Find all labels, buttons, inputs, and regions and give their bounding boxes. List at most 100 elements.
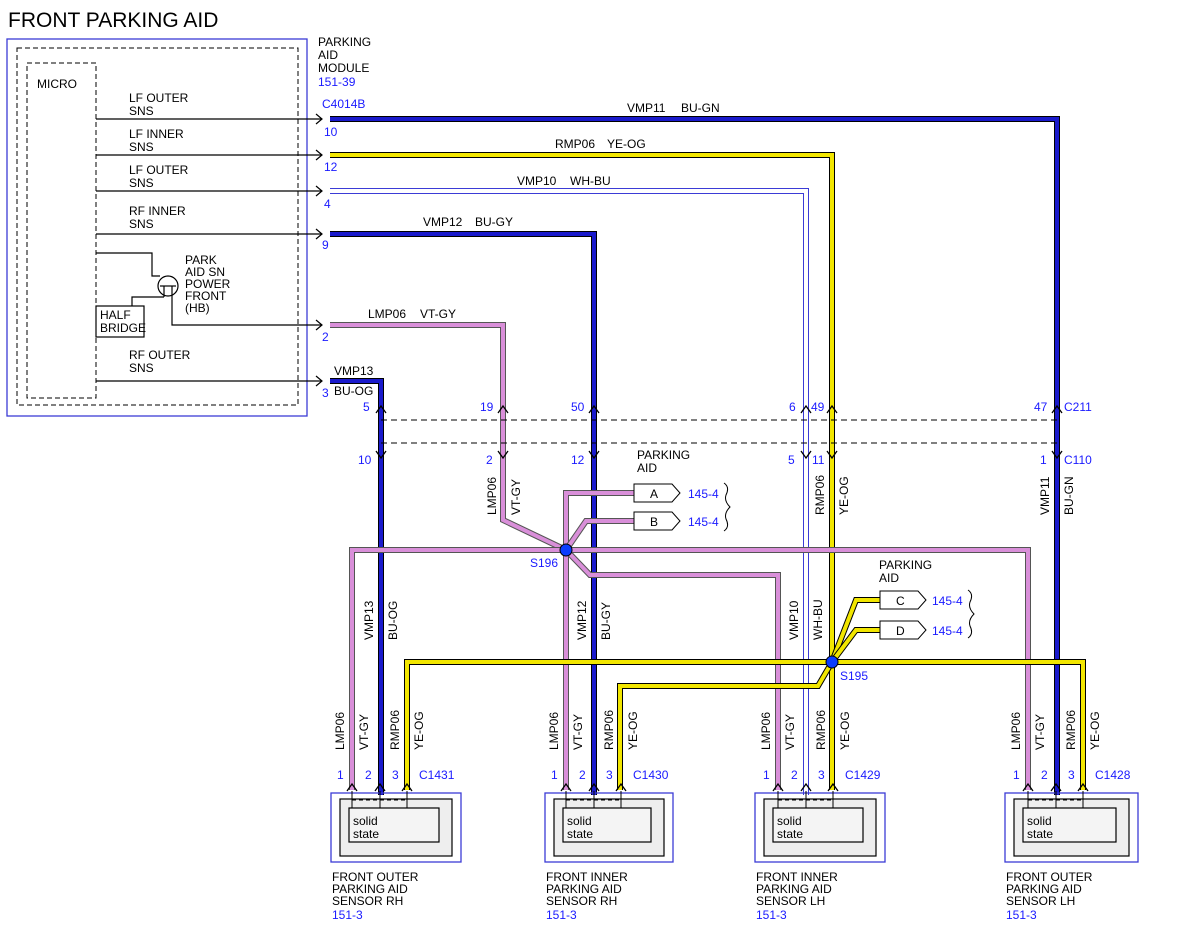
pin-label-3-b: SNS [129,361,154,375]
flag-b-page[interactable]: 145-4 [688,515,719,529]
sensor-wire-label: YE-OG [838,711,852,750]
wire-label-bu-og: BU-OG [334,384,373,398]
sensor-pin-number: 2 [579,768,586,782]
pin-number-10: 10 [324,125,338,139]
sensor-wire-label: VT-GY [571,714,585,750]
pin-arrow [1050,782,1062,792]
s195-branches [404,597,1086,790]
s196-branches [349,490,1031,790]
sensor-wire-label: RMP06 [1064,710,1078,750]
pin-number-2: 2 [322,330,329,344]
c211-label: C211 [1064,400,1092,414]
ref-ab-title-2: AID [637,461,657,475]
solid-state-box [772,807,864,843]
pin-label-2-d: FRONT [185,289,227,303]
flag-d-letter: D [896,624,905,638]
flag-d-shape[interactable] [879,620,927,640]
pin-arrow [346,782,358,792]
c110-pin-11: 11 [812,453,825,467]
flag-a-shape[interactable] [633,483,681,503]
flag-b-shape[interactable] [633,511,681,531]
sensor-pin-number: 3 [606,768,613,782]
c211-pin-5: 5 [363,400,370,414]
sensor-wire-label: VT-GY [1033,714,1047,750]
module-ref[interactable]: 151-39 [318,75,356,89]
sensor-name-line: SENSOR RH [332,894,403,908]
sensor-ref-link[interactable]: 151-3 [756,908,787,922]
sensor-connector-label: C1428 [1095,768,1131,782]
sensor-connector-label: C1430 [633,768,669,782]
vlabel-bu-og: BU-OG [386,601,400,640]
flag-a-letter: A [650,487,658,501]
module-connector-label: C4014B [322,97,365,111]
flag-c-page[interactable]: 145-4 [932,594,963,608]
vlabel-bu-gy: BU-GY [599,602,613,640]
pin-label-4-b: SNS [129,176,154,190]
sensor-name-line: PARKING AID [1006,882,1082,896]
wire-label-ye-og: YE-OG [607,137,646,151]
c110-label: C110 [1064,453,1092,467]
solid-state-label: solid [567,814,592,828]
solid-state-label: state [353,827,379,841]
flag-a-page[interactable]: 145-4 [688,487,719,501]
flag-d-page[interactable]: 145-4 [932,624,963,638]
wire-vmp12-bu-gy [330,231,597,795]
wire-vmp10-wh-bu [330,188,809,795]
vlabel-lmp06: LMP06 [485,477,499,515]
sensor-name-line: FRONT OUTER [332,870,419,884]
sensor-ref-link[interactable]: 151-3 [332,908,363,922]
sensor-pin-number: 2 [791,768,798,782]
sensor-wire-label: VT-GY [783,714,797,750]
sensor-outer-box [544,792,674,863]
wire-label-bu-gy: BU-GY [475,215,513,229]
sensor-pin-number: 2 [1041,768,1048,782]
c211-pin-6: 6 [789,400,796,414]
pin-label-10-a: LF OUTER [129,91,189,105]
pin-arrow [772,782,784,792]
vlabel-vmp13: VMP13 [362,600,376,640]
half-bridge-label-b: BRIDGE [100,321,146,335]
sensor-name-line: PARKING AID [756,882,832,896]
pin-number-9: 9 [322,238,329,252]
vlabel-ye-og: YE-OG [837,476,851,515]
flag-c-shape[interactable] [879,590,927,610]
pin-label-2-c: POWER [185,277,231,291]
wire-label-vmp12: VMP12 [423,215,463,229]
wire-lmp06-vt-gy-main [330,322,568,553]
wire-label-vmp13: VMP13 [334,364,374,378]
pin-label-12-b: SNS [129,140,154,154]
solid-state-label: solid [1027,814,1052,828]
sensor-wire-label: RMP06 [814,710,828,750]
pin-arrow [800,782,812,792]
inline-connector-c211-c110: 5 19 50 6 49 47 C211 10 2 12 5 11 1 C110 [358,400,1092,467]
solid-state-label: state [567,827,593,841]
parking-aid-ref-ab: PARKING AID A 145-4 B 145-4 [633,448,731,532]
pin-arrow [615,782,627,792]
pin-number-4: 4 [324,197,331,211]
bracket-ab [723,482,731,532]
sensor-name-line: FRONT INNER [546,870,628,884]
solid-state-label: solid [353,814,378,828]
sensor-wire-label: RMP06 [602,710,616,750]
wire-label-vmp11: VMP11 [627,101,666,115]
bracket-cd [967,589,975,639]
sensor-outer-box [754,792,886,863]
c110-pin-12: 12 [571,453,585,467]
sensor-ref-link[interactable]: 151-3 [1006,908,1037,922]
sensor-name-line: PARKING AID [332,882,408,896]
wire-label-vt-gy: VT-GY [420,307,456,321]
solid-state-label: state [777,827,803,841]
pin-arrow [1077,782,1089,792]
pin-label-10-b: SNS [129,104,154,118]
sensor-ref-link[interactable]: 151-3 [546,908,577,922]
sensor-wire-label: YE-OG [626,711,640,750]
vlabel-vmp10: VMP10 [787,600,801,640]
sensor-name-line: SENSOR LH [1006,894,1075,908]
ref-cd-title-1: PARKING [879,558,932,572]
sensor-pin-number: 1 [763,768,770,782]
solid-state-box [562,807,652,843]
c211-pin-47: 47 [1034,400,1048,414]
wire-label-rmp06: RMP06 [555,137,595,151]
